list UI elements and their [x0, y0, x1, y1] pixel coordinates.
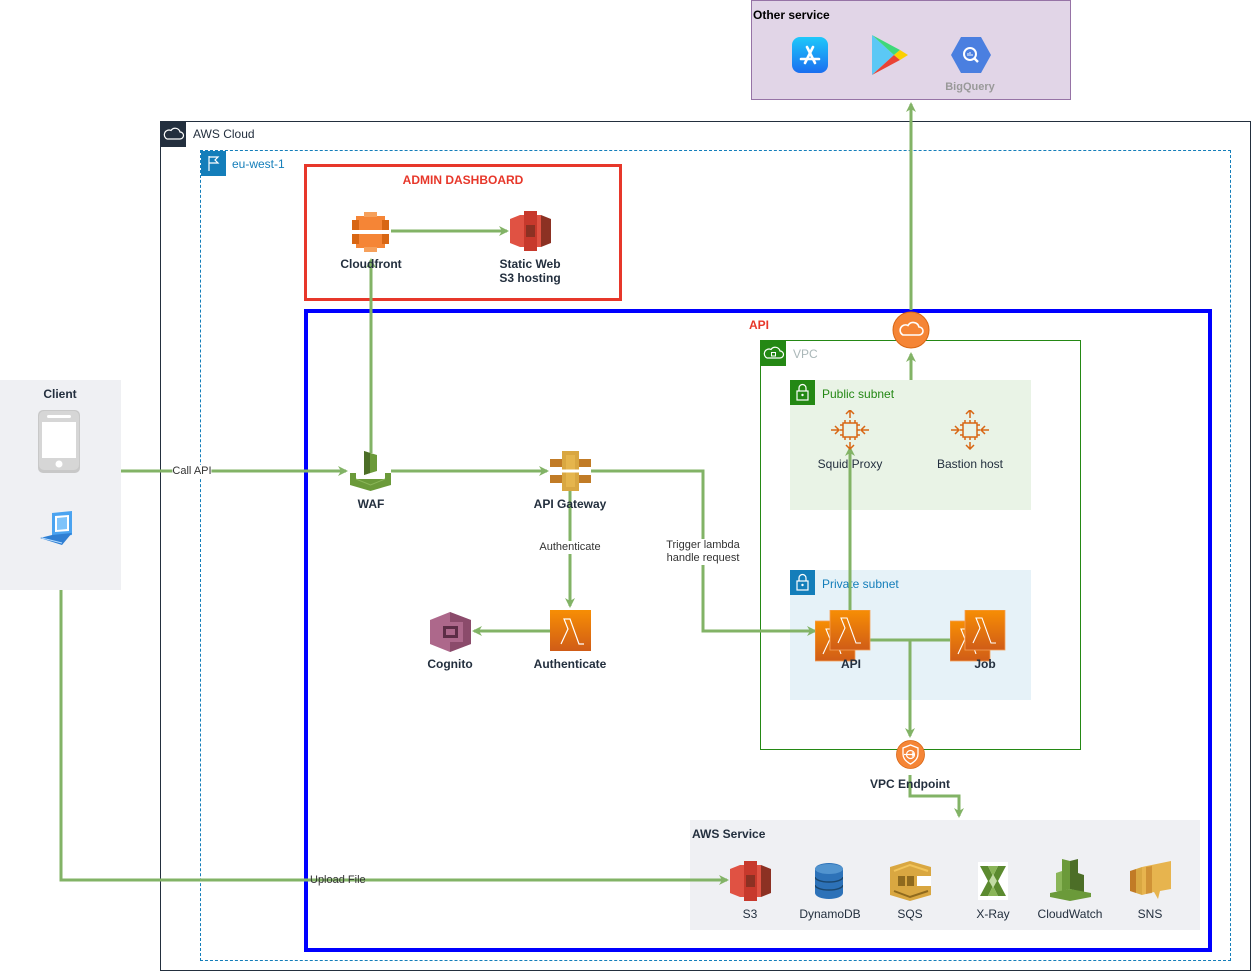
app-store-icon[interactable]	[792, 37, 828, 78]
vpc-icon	[761, 341, 786, 366]
aws-service-group: AWS Service	[690, 820, 1200, 930]
cloudwatch-icon[interactable]	[1050, 859, 1091, 906]
s3-icon[interactable]	[730, 861, 771, 906]
private-subnet-title: Private subnet	[822, 577, 899, 591]
cognito-label: Cognito	[427, 657, 473, 671]
vpc-endpoint-label: VPC Endpoint	[870, 777, 950, 791]
cognito-icon[interactable]	[430, 612, 471, 657]
vpc-title: VPC	[793, 347, 818, 361]
api-lambda-label: API	[840, 657, 862, 671]
static-web-label-line1: Static Web	[499, 257, 561, 271]
bastion-host-label: Bastion host	[936, 457, 1004, 471]
admin-dashboard-group: ADMIN DASHBOARD	[304, 164, 622, 301]
api-title: API	[748, 318, 770, 332]
job-lambda-icon[interactable]	[949, 609, 1006, 667]
aws-cloud-icon	[161, 122, 186, 147]
squid-proxy-label: Squid Proxy	[817, 457, 883, 471]
aws-cloud-title: AWS Cloud	[193, 127, 255, 141]
sqs-icon[interactable]	[890, 861, 931, 906]
region-group: eu-west-1	[200, 150, 1231, 961]
edge-label-upload-file: Upload File	[310, 874, 366, 886]
static-web-label: Static Web S3 hosting	[499, 257, 560, 285]
authenticate-lambda-icon[interactable]	[550, 610, 591, 656]
dynamodb-label: DynamoDB	[799, 907, 861, 921]
public-subnet-title: Public subnet	[822, 387, 895, 401]
other-service-title: Other service	[753, 8, 830, 22]
sns-label: SNS	[1137, 907, 1163, 921]
cloudwatch-label: CloudWatch	[1037, 907, 1103, 921]
static-web-s3-icon[interactable]	[510, 211, 551, 256]
region-flag-icon	[201, 151, 226, 176]
region-title: eu-west-1	[232, 157, 285, 171]
api-gateway-icon[interactable]	[550, 451, 591, 496]
bigquery-label: BigQuery	[945, 81, 995, 93]
static-web-label-line2: S3 hosting	[499, 271, 561, 285]
api-lambda-icon[interactable]	[814, 609, 871, 667]
trigger-label-line2: handle request	[666, 552, 740, 564]
client-title: Client	[43, 387, 77, 401]
admin-dashboard-title: ADMIN DASHBOARD	[402, 173, 524, 187]
public-subnet-lock-icon	[790, 380, 815, 405]
authenticate-label: Authenticate	[533, 657, 607, 671]
private-subnet-lock-icon	[790, 570, 815, 595]
xray-icon[interactable]	[978, 862, 1008, 905]
bastion-host-instance-icon[interactable]	[950, 408, 990, 455]
cloudfront-icon[interactable]	[350, 212, 391, 257]
waf-label: WAF	[357, 497, 385, 511]
mobile-phone-icon[interactable]	[38, 410, 80, 478]
bigquery-icon[interactable]	[951, 37, 991, 78]
squid-proxy-instance-icon[interactable]	[830, 408, 870, 455]
google-play-icon[interactable]	[870, 34, 910, 81]
edge-label-call-api: Call API	[172, 465, 212, 478]
dynamodb-icon[interactable]	[814, 863, 844, 904]
aws-service-title: AWS Service	[692, 827, 766, 841]
sqs-label: SQS	[897, 907, 923, 921]
xray-label: X-Ray	[976, 907, 1010, 921]
internet-gateway-icon[interactable]	[892, 311, 930, 354]
edge-label-trigger-lambda: Trigger lambda handle request	[666, 539, 740, 565]
s3-label: S3	[742, 907, 758, 921]
vpc-endpoint-icon[interactable]	[896, 740, 925, 774]
api-gateway-label: API Gateway	[533, 497, 607, 511]
public-subnet-group: Public subnet	[790, 380, 1031, 510]
sns-icon[interactable]	[1130, 861, 1171, 906]
trigger-label-line1: Trigger lambda	[666, 539, 740, 551]
waf-icon[interactable]	[350, 451, 391, 496]
cloudfront-label: Cloudfront	[340, 257, 402, 271]
job-lambda-label: Job	[974, 657, 996, 671]
laptop-icon[interactable]	[40, 511, 76, 552]
edge-label-authenticate: Authenticate	[539, 541, 601, 554]
